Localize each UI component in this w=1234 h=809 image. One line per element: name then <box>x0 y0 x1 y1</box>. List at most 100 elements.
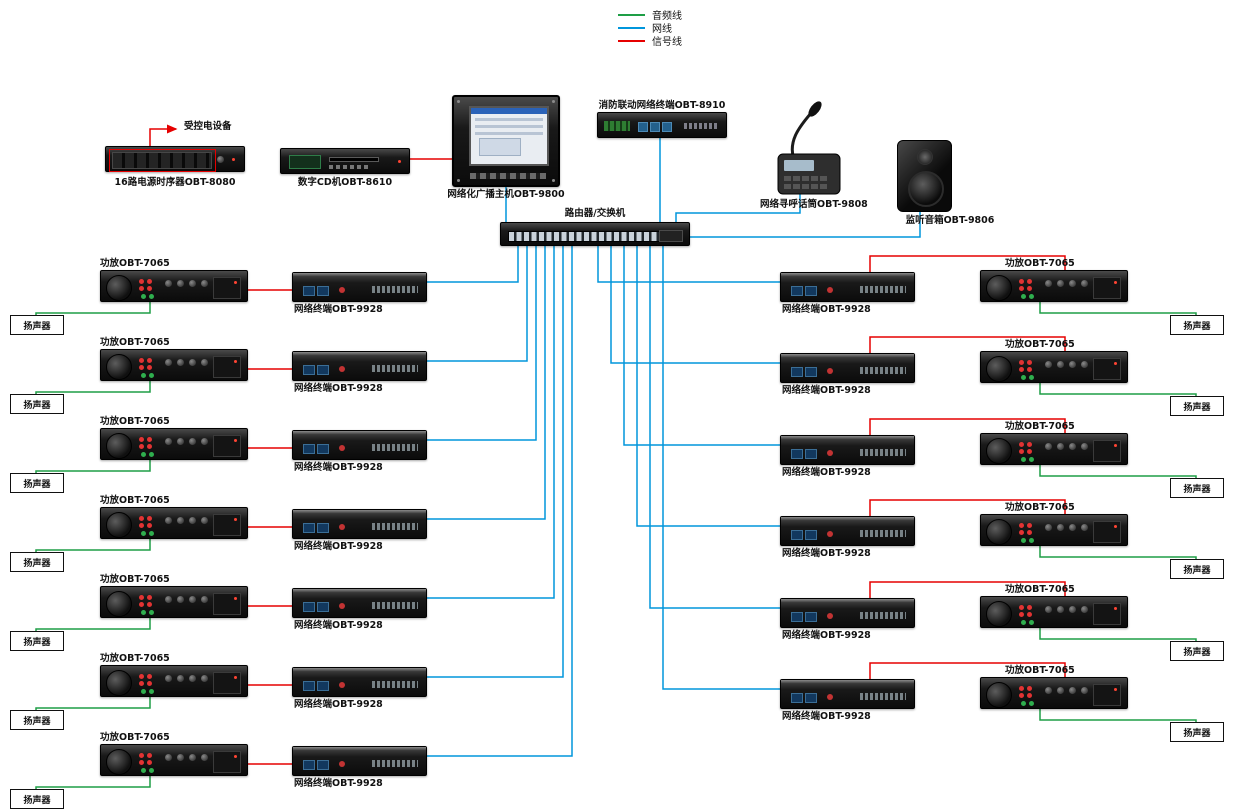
volume-knob <box>1057 280 1064 287</box>
volume-knob <box>1045 361 1052 368</box>
binding-post <box>139 365 144 370</box>
mic-keypad <box>784 176 827 189</box>
amp-label: 功放OBT-7065 <box>1005 339 1075 350</box>
network-terminal-device <box>292 272 427 302</box>
amplifier-device <box>100 586 248 618</box>
volume-knob <box>189 754 196 761</box>
volume-knob <box>1069 361 1076 368</box>
audio-post <box>1021 294 1026 299</box>
terminal-button <box>827 531 833 537</box>
power-led <box>234 360 237 363</box>
switch-panel <box>659 230 683 242</box>
audio-post <box>149 610 154 615</box>
audio-post <box>149 452 154 457</box>
binding-post <box>139 523 144 528</box>
amplifier-device <box>100 744 248 776</box>
network-line-mic-to-switch <box>675 194 801 222</box>
terminal-silkscreen <box>860 693 906 700</box>
network-line-left-5 <box>427 246 555 599</box>
terminal-button <box>827 694 833 700</box>
rj45-port <box>303 444 315 454</box>
amp-label: 功放OBT-7065 <box>1005 502 1075 513</box>
volume-knob <box>165 517 172 524</box>
fire-terminal-silkscreen <box>684 123 718 129</box>
network-line-monitor-to-switch <box>690 212 921 238</box>
terminal-silkscreen <box>860 367 906 374</box>
rj45-port <box>303 760 315 770</box>
amp-label: 功放OBT-7065 <box>100 416 170 427</box>
terminal-silkscreen <box>860 530 906 537</box>
paging-mic-graphic <box>777 101 841 195</box>
tweeter <box>917 149 933 165</box>
audio-line-right-3 <box>1039 465 1197 478</box>
screw <box>552 100 555 103</box>
terminal-silkscreen <box>372 286 418 293</box>
outlet-row <box>112 152 212 169</box>
amp-grille <box>986 682 1012 708</box>
cd-slot <box>329 157 379 162</box>
audio-post <box>141 768 146 773</box>
terminal-button <box>339 445 345 451</box>
amp-grille <box>106 670 132 696</box>
volume-knob <box>201 438 208 445</box>
audio-line-right-5 <box>1039 628 1197 641</box>
audio-line-right-6 <box>1039 709 1197 722</box>
sequencer-label: 16路电源时序器OBT-8080 <box>114 177 236 188</box>
speaker-box: 扬声器 <box>1170 478 1224 498</box>
rj45-port <box>791 612 803 622</box>
volume-knob <box>177 359 184 366</box>
rj45-port <box>805 530 817 540</box>
volume-knob <box>165 438 172 445</box>
binding-post <box>139 444 144 449</box>
monitor-speaker-label: 监听音箱OBT-9806 <box>905 215 995 226</box>
power-led <box>1114 444 1117 447</box>
network-switch-device <box>500 222 690 246</box>
speaker-box: 扬声器 <box>10 473 64 493</box>
terminal-top-strip <box>781 680 914 684</box>
amplifier-device <box>980 270 1128 302</box>
amp-display <box>213 277 241 299</box>
audio-post <box>149 373 154 378</box>
binding-post <box>139 602 144 607</box>
audio-post <box>149 294 154 299</box>
rj45-port <box>805 612 817 622</box>
amplifier-device <box>980 433 1128 465</box>
mic-capsule <box>808 101 822 117</box>
legend-item-signal: 信号线 <box>618 34 682 48</box>
network-switch-label: 路由器/交换机 <box>564 208 626 219</box>
audio-line-left-6 <box>35 697 151 710</box>
terminal-silkscreen <box>372 681 418 688</box>
volume-knob <box>1069 443 1076 450</box>
amp-label: 功放OBT-7065 <box>100 574 170 585</box>
binding-post <box>1027 523 1032 528</box>
fire-linkage-terminal-device <box>597 112 727 138</box>
binding-post <box>1027 686 1032 691</box>
volume-knob <box>1045 606 1052 613</box>
screw <box>457 179 460 182</box>
audio-line-left-2 <box>35 381 151 394</box>
volume-knob <box>1069 606 1076 613</box>
volume-knob <box>1081 606 1088 613</box>
binding-post <box>139 279 144 284</box>
terminal-button <box>827 287 833 293</box>
binding-post <box>1027 360 1032 365</box>
binding-post <box>139 595 144 600</box>
binding-post <box>1019 442 1024 447</box>
terminal-label: 网络终端OBT-9928 <box>782 304 871 315</box>
binding-post <box>1027 449 1032 454</box>
host-screen-window <box>479 138 521 156</box>
rj45-port <box>650 122 660 132</box>
amplifier-device <box>980 351 1128 383</box>
volume-knob <box>177 675 184 682</box>
speaker-box: 扬声器 <box>1170 641 1224 661</box>
amp-display <box>213 593 241 615</box>
cd-player-device <box>280 148 410 174</box>
monitor-speaker-device <box>897 140 952 212</box>
network-terminal-device <box>780 272 915 302</box>
rj45-port <box>303 365 315 375</box>
binding-post <box>139 437 144 442</box>
amp-display <box>1093 358 1121 380</box>
speaker-box: 扬声器 <box>10 394 64 414</box>
network-terminal-device <box>780 598 915 628</box>
